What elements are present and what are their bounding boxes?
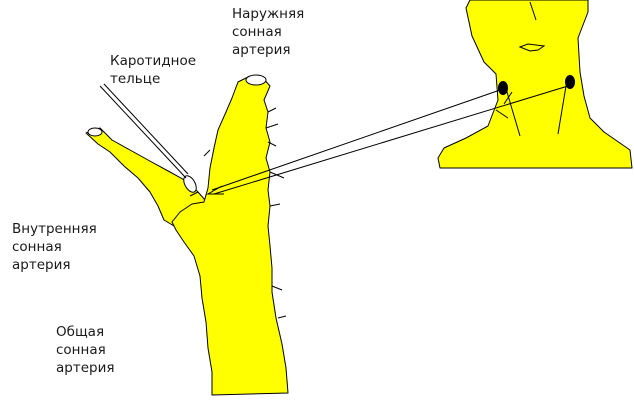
pointer-arrowhead bbox=[206, 185, 224, 195]
neck-silhouette bbox=[437, 0, 633, 169]
carotid-body-label: Каротидное тельце bbox=[110, 53, 197, 87]
common-carotid-label: Общая сонная артерия bbox=[56, 324, 115, 376]
lips bbox=[518, 43, 546, 52]
common-carotid-artery bbox=[171, 75, 289, 396]
neck-pointer-lower bbox=[213, 85, 569, 195]
neck-pointer-upper bbox=[211, 89, 501, 191]
right-carotid-spot bbox=[565, 75, 575, 89]
external-carotid-label: Наружняя сонная артерия bbox=[232, 6, 305, 58]
internal-carotid-label: Внутренняя сонная артерия bbox=[12, 221, 97, 273]
external-carotid-opening bbox=[245, 74, 267, 86]
left-carotid-spot bbox=[498, 81, 508, 95]
internal-carotid-opening bbox=[87, 127, 103, 137]
carotid-body-pointer bbox=[99, 85, 187, 179]
carotid-body bbox=[183, 175, 197, 193]
